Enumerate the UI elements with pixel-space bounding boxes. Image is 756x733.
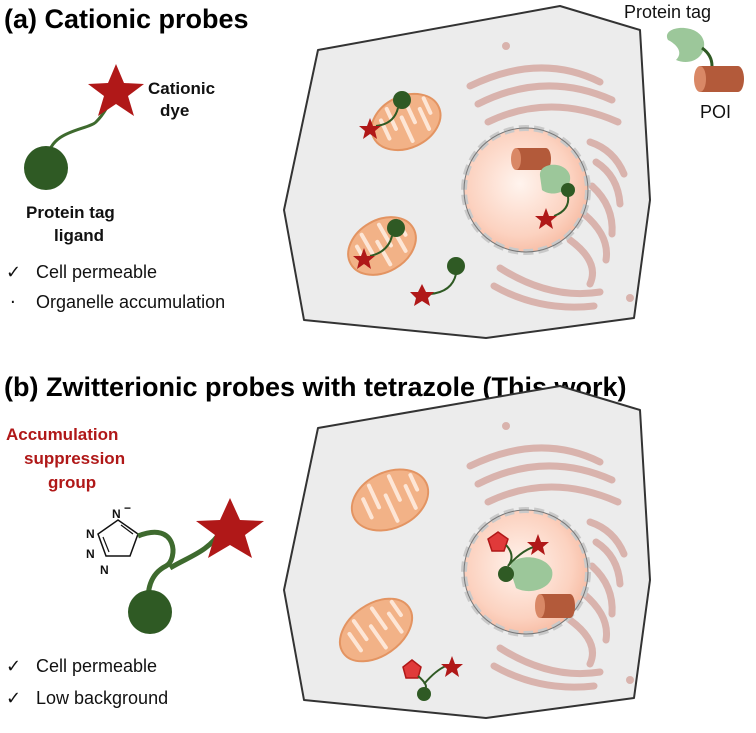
cell-b (283, 385, 651, 719)
tetrazole-n4: N (100, 563, 109, 577)
poi-cylinder (511, 148, 551, 170)
dye-label-2: dye (160, 101, 189, 120)
group-label-2: suppression (24, 449, 125, 468)
tetrazole-structure: N − N N N (86, 501, 139, 577)
mitochondrion (350, 468, 430, 532)
point-a-2: Organelle accumulation (36, 292, 225, 312)
ligand-ball (561, 183, 575, 197)
legend-protein-tag-label: Protein tag (624, 2, 711, 22)
legend-poi-label: POI (700, 102, 731, 122)
protein-tag-nucleus (509, 557, 553, 592)
dye-star (441, 656, 463, 677)
group-label-3: group (48, 473, 96, 492)
endoplasmic-reticulum (466, 42, 634, 311)
protein-tag-ligand-ball (24, 146, 68, 190)
ligand-ball (498, 566, 514, 582)
point-b-1: Cell permeable (36, 656, 157, 676)
dye-star (527, 534, 549, 555)
protein-tag-ligand-ball (128, 590, 172, 634)
tetrazole-n1: N (112, 507, 121, 521)
tetrazole-pentagon (487, 531, 509, 552)
point-b-2: Low background (36, 688, 168, 708)
tetrazole-pentagon (402, 659, 422, 679)
ligand-label: Protein tag (26, 203, 115, 222)
dye-star (535, 208, 557, 229)
cationic-dye-star (88, 64, 144, 116)
ligand-label-2: ligand (54, 226, 104, 245)
legend-linker (701, 46, 714, 67)
check-icon: ✓ (6, 262, 21, 283)
zwitterionic-probe (128, 498, 264, 634)
bullet-icon: · (10, 292, 16, 313)
tetrazole-n3: N (86, 547, 95, 561)
group-label-1: Accumulation (6, 425, 118, 444)
mitochondrion (338, 597, 414, 663)
check-icon: ✓ (6, 688, 21, 709)
legend-poi-cylinder (694, 66, 744, 92)
ligand-ball (417, 687, 431, 701)
dye-star (196, 498, 264, 558)
point-a-1: Cell permeable (36, 262, 157, 282)
tetrazole-n2: N (86, 527, 95, 541)
check-icon: ✓ (6, 656, 21, 677)
endoplasmic-reticulum (466, 422, 634, 691)
cationic-probe (24, 64, 144, 190)
tetrazole-charge: − (124, 501, 131, 515)
dye-label: Cationic (148, 79, 215, 98)
poi-cylinder (535, 594, 575, 618)
panel-a-heading: (a) Cationic probes (4, 4, 249, 34)
legend-protein-tag (666, 27, 705, 62)
cell-a (283, 5, 651, 339)
